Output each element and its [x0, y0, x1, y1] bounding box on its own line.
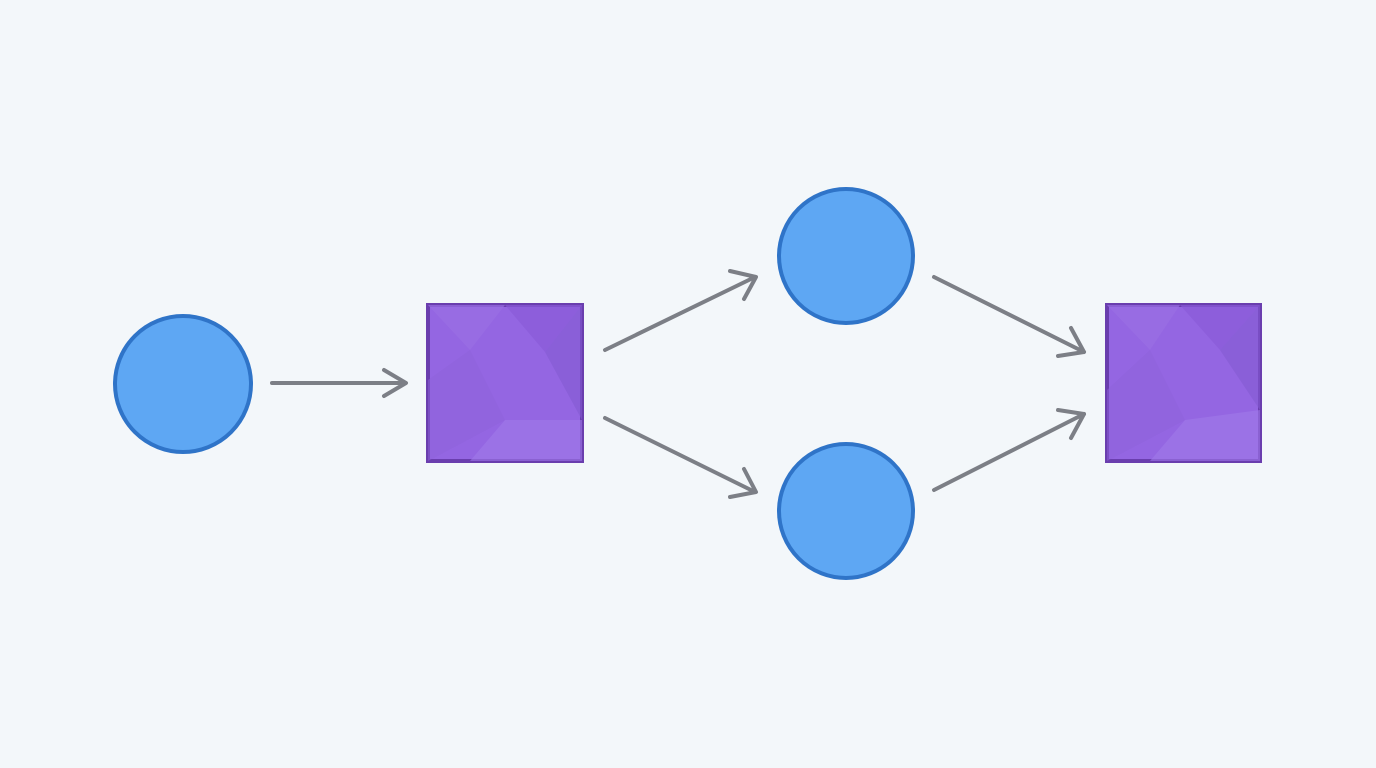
arrowhead-n1-n2 [382, 368, 408, 398]
node-n5-square [1105, 303, 1262, 463]
edge-n2-n3 [603, 275, 757, 352]
arrowhead-n3-n5 [1056, 326, 1086, 358]
edge-n2-n4 [603, 416, 757, 494]
edges-group [270, 269, 1086, 499]
nodes-group [113, 187, 1262, 580]
edge-n4-n5 [932, 412, 1086, 492]
node-n1-circle [113, 314, 253, 454]
edge-n3-n5 [932, 275, 1086, 354]
arrowhead-n2-n4 [728, 467, 758, 499]
arrowhead-n2-n3 [728, 269, 758, 301]
node-n4-circle [777, 442, 915, 580]
node-n2-square [426, 303, 584, 463]
arrowhead-n4-n5 [1056, 408, 1086, 440]
node-n3-circle [777, 187, 915, 325]
